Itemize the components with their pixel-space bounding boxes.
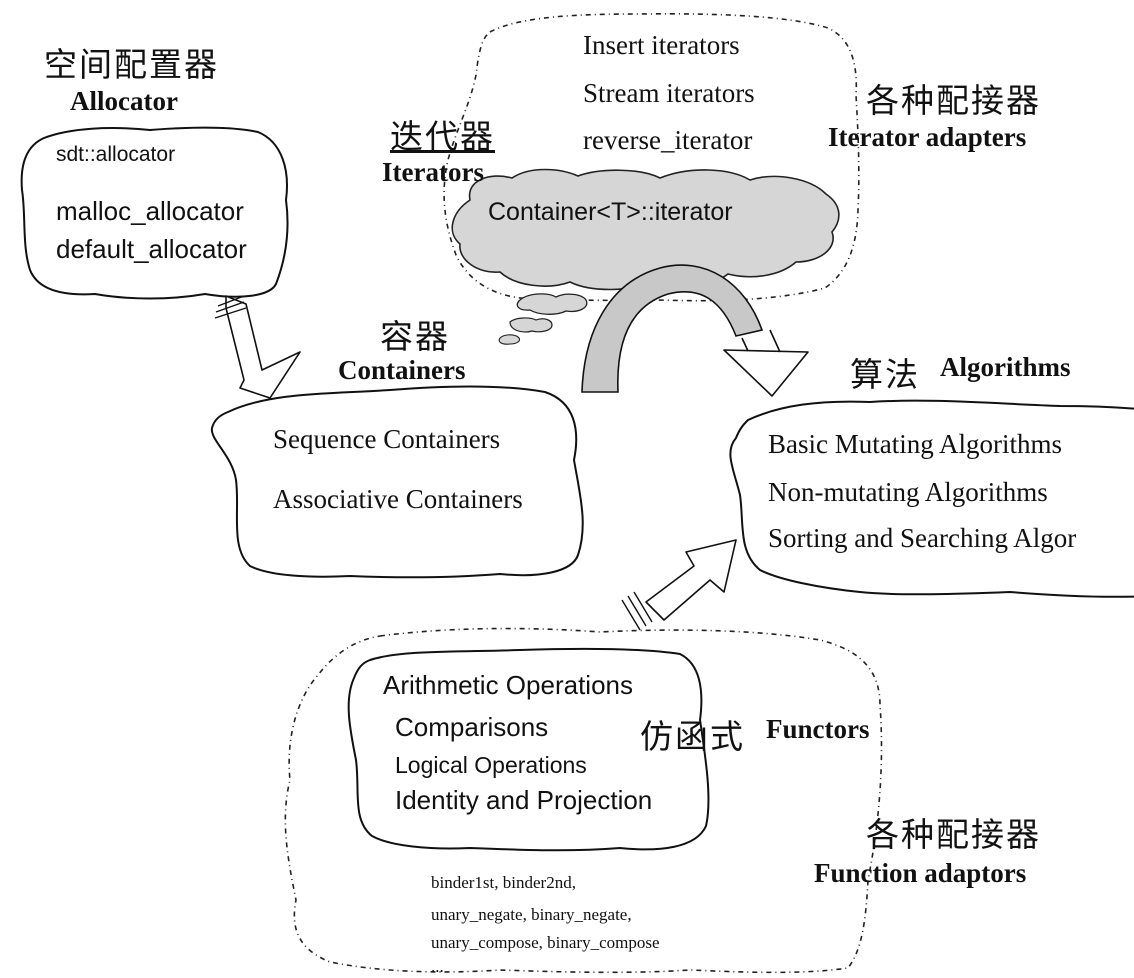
functor-item: Logical Operations [395, 752, 587, 778]
algorithm-item: Basic Mutating Algorithms [768, 429, 1062, 459]
iterators-title-en: Iterators [382, 157, 484, 187]
container-item: Sequence Containers [273, 424, 501, 454]
function-adaptor-item: binder1st, binder2nd, [431, 873, 576, 892]
iterator-adapters-title-en: Iterator adapters [828, 122, 1027, 152]
algorithm-item: Non-mutating Algorithms [768, 477, 1048, 507]
algorithms-title-zh: 算法 [850, 355, 920, 394]
function-adaptors-title-en: Function adaptors [814, 858, 1027, 888]
allocator-item: sdt::allocator [56, 143, 176, 166]
allocator-item: malloc_allocator [56, 196, 244, 226]
functor-item: Identity and Projection [395, 785, 653, 815]
iterator-core-label: Container<T>::iterator [488, 198, 733, 226]
iterators-title-zh: 迭代器 [390, 117, 495, 156]
iterator-adapter-item: reverse_iterator [583, 125, 753, 155]
algorithms-cloud [729, 399, 1134, 598]
container-item: Associative Containers [273, 484, 523, 514]
function-adaptors-cloud [284, 627, 883, 974]
allocator-cloud [20, 126, 289, 300]
algorithm-item: Sorting and Searching Algor [768, 523, 1077, 553]
functors-to-algorithms-arrow [621, 539, 737, 631]
function-adaptor-item: ... [431, 957, 444, 976]
functor-item: Arithmetic Operations [383, 670, 633, 700]
iterator-adapter-item: Insert iterators [583, 30, 740, 60]
functor-item: Comparisons [395, 712, 549, 742]
iterator-adapter-item: Stream iterators [583, 78, 755, 108]
algorithms-title-en: Algorithms [940, 352, 1071, 382]
thought-puff-large [516, 293, 588, 315]
function-adaptors-title-zh: 各种配接器 [866, 815, 1041, 854]
iterator-adapters-title-zh: 各种配接器 [866, 81, 1041, 120]
functors-cloud [347, 647, 710, 852]
function-adaptor-item: unary_negate, binary_negate, [431, 905, 632, 924]
containers-title-en: Containers [338, 355, 466, 385]
iterator-core-cloud [451, 168, 840, 291]
iterator-adapters-cloud [443, 13, 860, 302]
allocator-item: default_allocator [56, 234, 247, 264]
allocator-title-en: Allocator [70, 86, 178, 116]
functors-title-zh: 仿函式 [640, 717, 745, 756]
function-adaptor-item: unary_compose, binary_compose [431, 933, 660, 952]
allocator-title-zh: 空间配置器 [44, 45, 219, 84]
allocator-to-containers-arrow [214, 295, 301, 399]
thought-puff-small [498, 334, 521, 345]
functors-title-en: Functors [766, 714, 870, 744]
thought-puff-medium [509, 317, 553, 333]
containers-cloud [210, 385, 584, 579]
iterators-to-algorithms-arrow [581, 264, 809, 397]
containers-title-zh: 容器 [380, 317, 450, 356]
